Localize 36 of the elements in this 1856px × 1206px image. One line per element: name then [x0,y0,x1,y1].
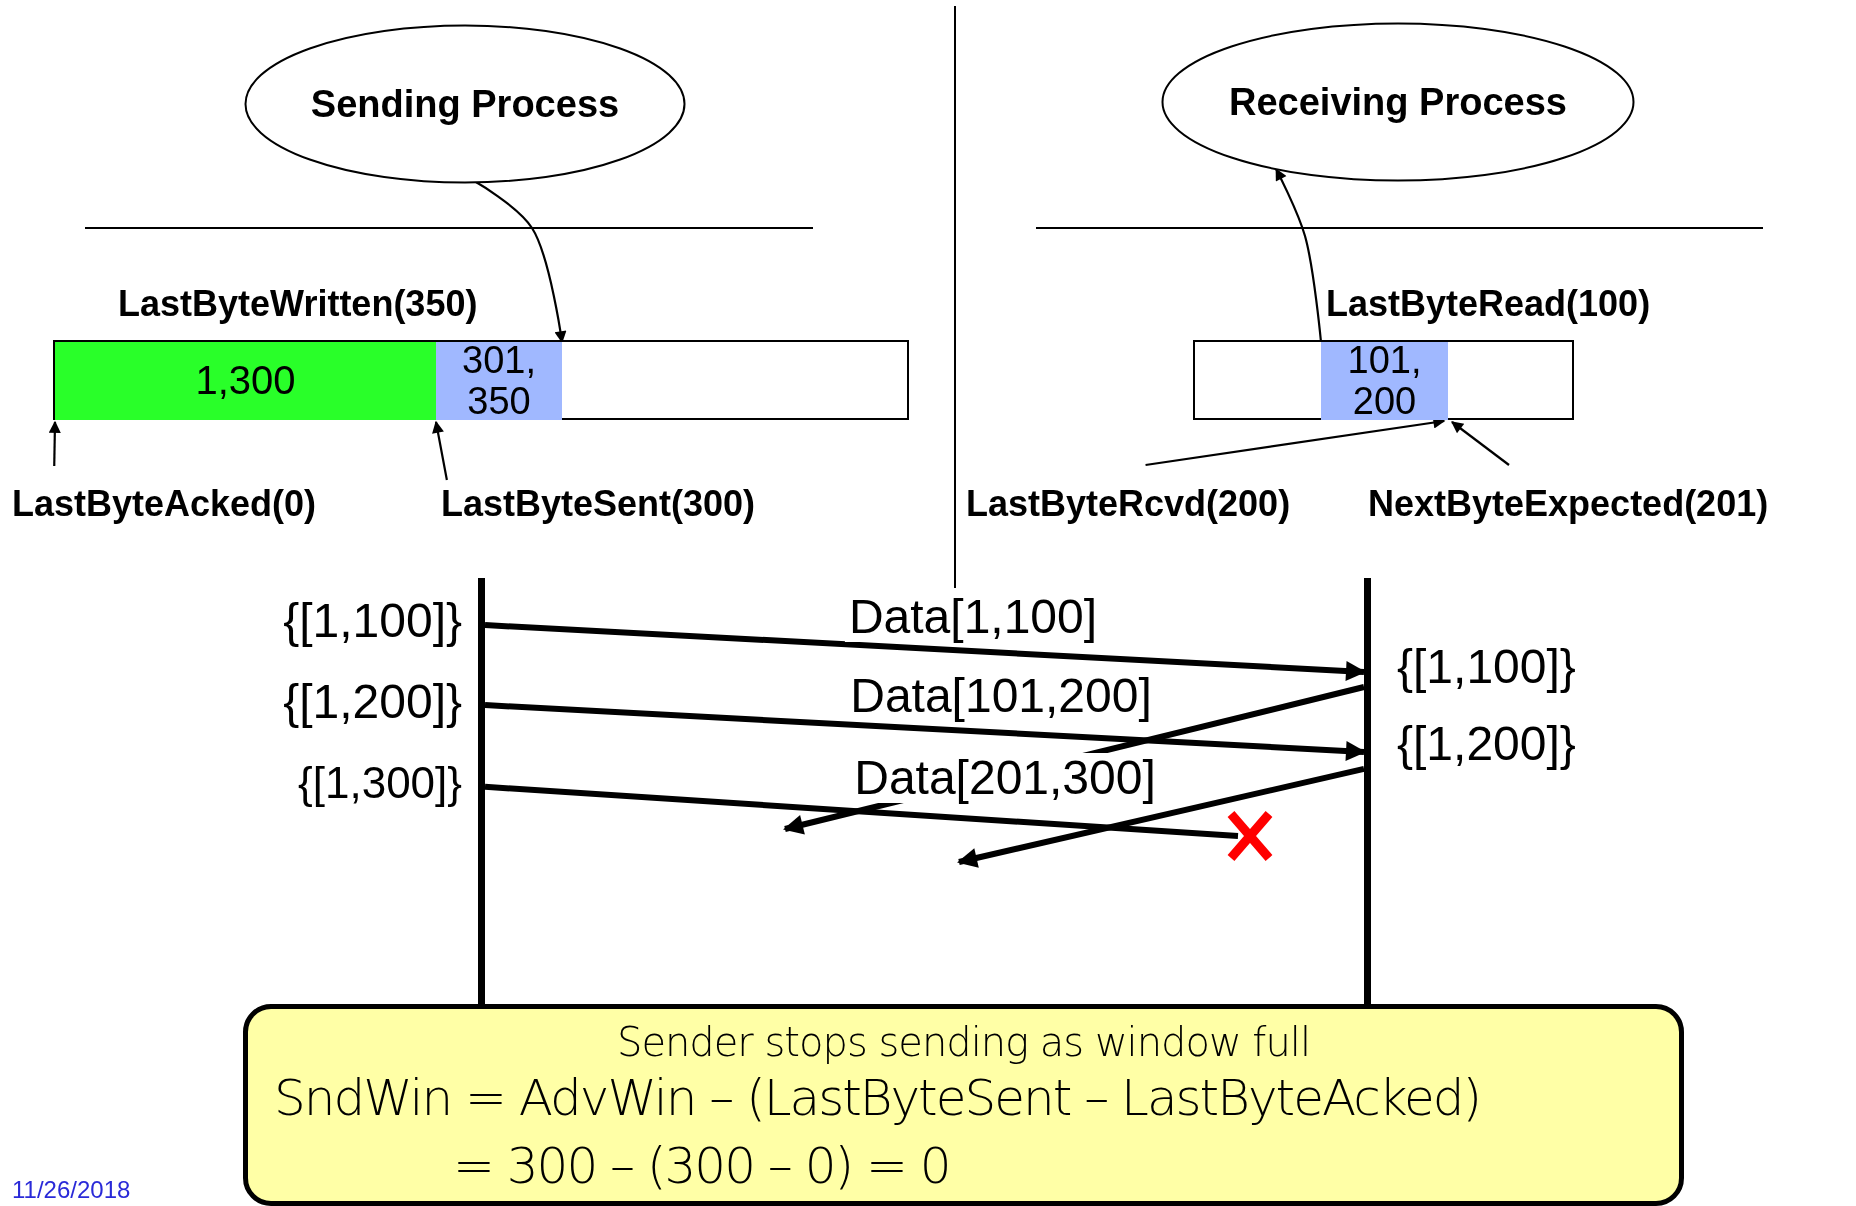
byte-range: 301, 350 [461,339,537,423]
byte-range: 1,300 [194,359,297,403]
buffer-segment [55,342,436,420]
leader-arrow [48,420,61,466]
leader-arrow [1451,421,1510,466]
window-state: {[1,200]} [1397,716,1576,771]
buffer-segment [436,342,562,420]
pointer-label: NextByteExpected(201) [1368,482,1838,526]
window-state: {[1,100]} [283,593,462,648]
formula-text: = 300 – (300 – 0) = 0 [453,1137,950,1195]
date-footer: 11/26/2018 [12,1176,131,1204]
pointer-label: LastByteRcvd(200) [966,482,1348,526]
pointer-label: LastByteAcked(0) [12,482,370,526]
message-arrow [957,765,1365,868]
leader-arrow [1275,168,1323,343]
loss-cross [1225,808,1275,864]
message-arrow [484,702,1366,761]
byte-range: 101, 200 [1346,339,1423,423]
pointer-label: LastByteSent(300) [441,482,809,526]
note-box [243,1004,1684,1206]
buffer-bar [1193,340,1574,420]
window-state: {[1,200]} [283,674,462,729]
leader-arrow [432,420,448,481]
pointer-label: LastByteWritten(350) [118,283,478,325]
process-name: Sending Process [310,82,620,126]
process-name: Receiving Process [1229,80,1567,124]
pointer-label: LastByteRead(100) [1326,283,1651,325]
message-arrow [484,622,1366,681]
buffer-bar [53,340,909,420]
process-ellipse [244,24,686,184]
window-state: {[1,100]} [1397,639,1576,694]
note-heading: Sender stops sending as window full [616,1019,1311,1065]
window-state: {[1,300]} [298,758,462,808]
process-ellipse [1161,22,1635,182]
formula-text: SndWin = AdvWin – (LastByteSent – LastByteAcked) [274,1069,1480,1127]
buffer-segment [1321,342,1448,420]
